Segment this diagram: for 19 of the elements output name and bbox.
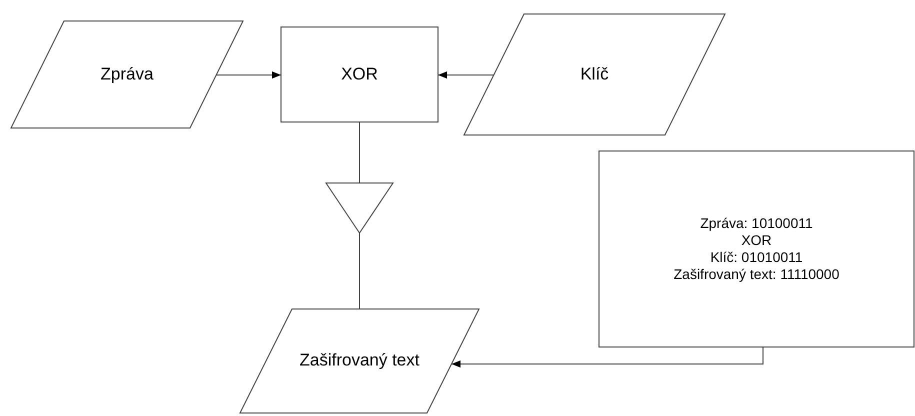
node-label: Zašifrovaný text: 11110000	[674, 266, 840, 284]
process-box	[281, 27, 438, 122]
node-label: Zpráva	[100, 64, 154, 85]
node-label: Zašifrovaný text	[300, 350, 420, 372]
note-box	[599, 151, 914, 347]
connector-line	[359, 232, 360, 310]
output-parallelogram	[240, 309, 479, 413]
node-label: Klíč: 01010011	[710, 249, 803, 266]
input-parallelogram	[464, 14, 725, 135]
input-parallelogram	[11, 21, 243, 128]
connector-line	[359, 122, 360, 184]
node-label: XOR	[741, 232, 772, 249]
node-label: Klíč	[580, 64, 609, 85]
node-label: Zpráva: 10100011	[700, 214, 813, 232]
node-label: XOR	[341, 64, 378, 85]
arrow	[438, 71, 494, 79]
arrow	[216, 71, 282, 79]
merge-triangle	[326, 183, 393, 233]
arrow	[451, 346, 764, 368]
